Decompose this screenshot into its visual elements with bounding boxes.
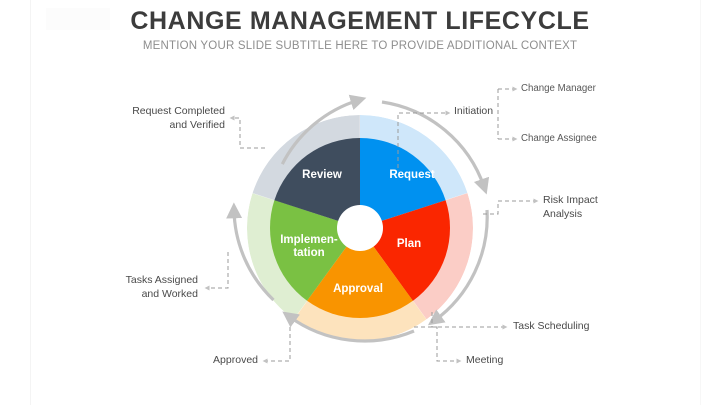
wedge-approval[interactable]: [291, 228, 413, 351]
callout-change-assignee: Change Assignee: [521, 133, 597, 144]
wedge-label-implementation: Implemen- tation: [280, 234, 338, 259]
connector-lines-group: [204, 86, 539, 364]
callout-change-manager: Change Manager: [521, 83, 596, 94]
callout-risk-impact-analysis: Risk Impact Analysis: [543, 194, 598, 220]
cycle-arrows-group: [226, 94, 490, 343]
slide-heading: CHANGE MANAGEMENT LIFECYCLE MENTION YOUR…: [0, 6, 720, 53]
wedge-review[interactable]: [274, 119, 386, 228]
callout-tasks-assigned: Tasks Assigned and Worked: [125, 274, 198, 300]
panel-edge-left: [30, 0, 31, 405]
page-title: CHANGE MANAGEMENT LIFECYCLE: [130, 7, 590, 35]
callout-meeting: Meeting: [466, 354, 504, 366]
connector-meeting: [414, 326, 462, 364]
connector-tasks-assigned: [204, 252, 229, 291]
callout-task-scheduling: Task Scheduling: [513, 320, 590, 332]
connector-request-completed: [229, 115, 265, 149]
svg-text:tation: tation: [293, 247, 324, 259]
connector-risk-impact: [483, 198, 539, 215]
cycle-arrow-left: [226, 202, 275, 302]
watermark-logo: [46, 8, 110, 30]
wedge-label-plan: Plan: [397, 238, 421, 250]
cycle-arrow-right-lower: [427, 209, 489, 326]
svg-text:Implemen-: Implemen-: [280, 234, 338, 246]
cycle-arrow-bottom: [282, 311, 415, 343]
callout-initiation: Initiation: [454, 105, 494, 117]
callout-request-completed: Request Completed and Verified: [132, 105, 225, 131]
center-hub: [337, 205, 383, 251]
wedge-label-request: Request: [389, 169, 435, 181]
connector-approved: [262, 327, 291, 364]
cycle-arrow-right-upper: [381, 100, 490, 195]
wedge-label-review: Review: [302, 169, 342, 181]
wedge-request[interactable]: [360, 138, 446, 228]
callout-approved: Approved: [213, 354, 258, 366]
page-subtitle: MENTION YOUR SLIDE SUBTITLE HERE TO PROV…: [142, 40, 578, 52]
cycle-arrow-top: [280, 94, 367, 165]
panel-edge-right: [700, 0, 701, 405]
wedge-label-approval: Approval: [333, 283, 383, 295]
